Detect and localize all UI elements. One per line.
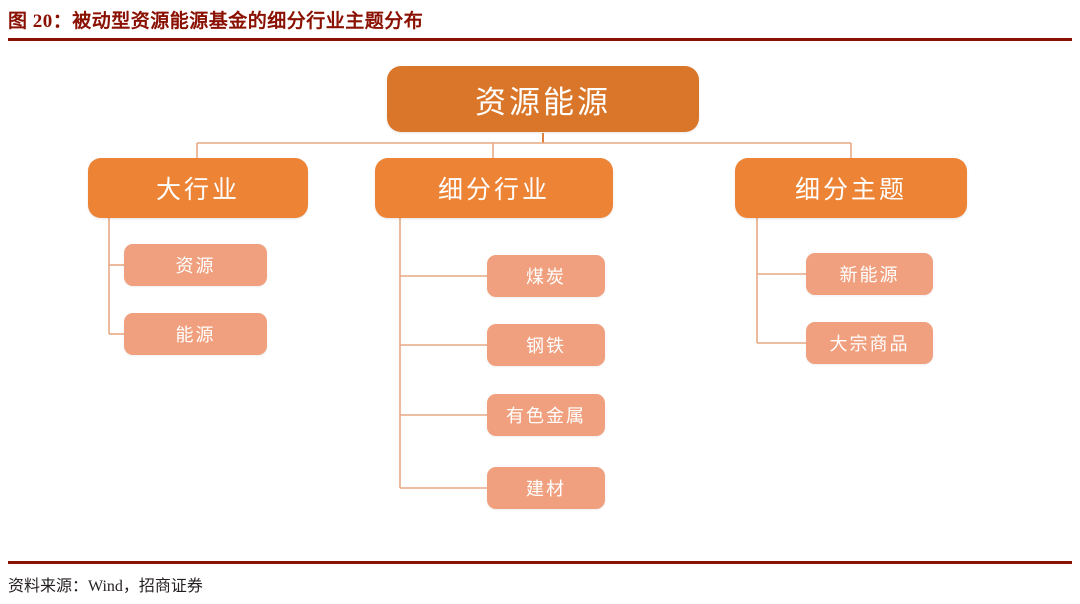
node-branch-big-industry[interactable]: 大行业 [88, 158, 308, 218]
figure-source-note: 资料来源：Wind，招商证券 [8, 578, 203, 595]
node-branch-sub-industry[interactable]: 细分行业 [375, 158, 613, 218]
node-leaf-xinnengyuan[interactable]: 新能源 [806, 253, 933, 295]
node-leaf-jiancai[interactable]: 建材 [487, 467, 605, 509]
footer-divider [8, 561, 1072, 564]
node-leaf-gangtie[interactable]: 钢铁 [487, 324, 605, 366]
node-leaf-ziyuan[interactable]: 资源 [124, 244, 267, 286]
figure-header: 图 20：被动型资源能源基金的细分行业主题分布 [0, 0, 1080, 38]
node-leaf-dazongshangpin[interactable]: 大宗商品 [806, 322, 933, 364]
header-divider [8, 38, 1072, 41]
node-branch-sub-theme[interactable]: 细分主题 [735, 158, 967, 218]
node-leaf-yousejinshu[interactable]: 有色金属 [487, 394, 605, 436]
org-chart: 资源能源 大行业 细分行业 细分主题 资源 能源 煤炭 钢铁 有色金属 建材 新… [0, 41, 1080, 561]
connector-lines [108, 133, 852, 489]
node-root-resource-energy[interactable]: 资源能源 [387, 66, 699, 132]
node-leaf-meitan[interactable]: 煤炭 [487, 255, 605, 297]
page-title: 图 20：被动型资源能源基金的细分行业主题分布 [8, 10, 424, 32]
node-leaf-nengyuan[interactable]: 能源 [124, 313, 267, 355]
